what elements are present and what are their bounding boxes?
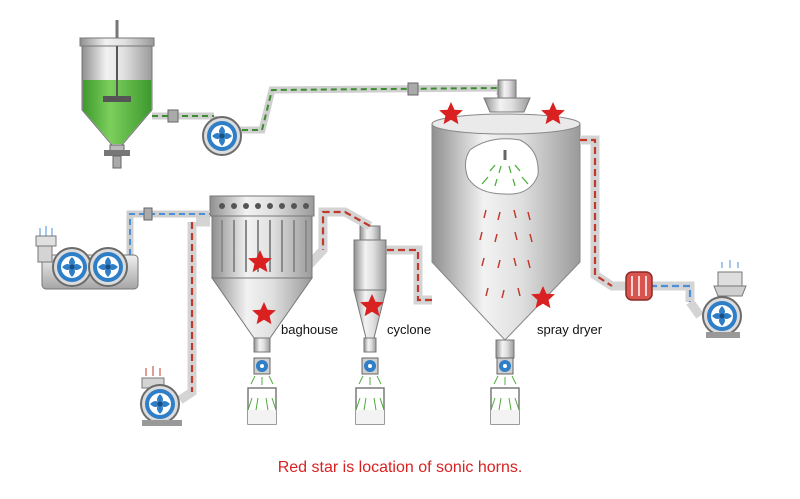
dryer-outlet-duct — [380, 245, 432, 305]
rotary-valve-icon — [361, 357, 379, 375]
fan-icon — [202, 116, 242, 156]
label-cyclone: cyclone — [387, 322, 432, 337]
rotary-valve-icon — [253, 357, 271, 375]
exhaust-duct — [177, 217, 210, 404]
nozzle-spray-icon — [481, 150, 529, 187]
valve-icon — [143, 207, 153, 221]
cyclone-outlet-duct — [304, 207, 373, 270]
inlet-air-filter — [713, 260, 747, 297]
valve-icon — [167, 109, 179, 123]
fan-icon — [52, 247, 92, 287]
heater-icon — [625, 271, 653, 301]
collection-bin-icon — [247, 387, 277, 425]
spray-dryer — [431, 79, 581, 359]
pulse-air-line — [126, 207, 210, 255]
collection-bin-icon — [355, 387, 385, 425]
hot-air-duct — [580, 135, 695, 302]
fan-icon — [702, 296, 742, 336]
fan-base — [706, 332, 740, 338]
exhaust-stack — [141, 366, 165, 389]
nozzle-spray-icon — [493, 375, 517, 385]
feed-tank — [79, 20, 155, 169]
label-spray-dryer: spray dryer — [537, 322, 603, 337]
cyclone — [353, 225, 387, 353]
label-baghouse: baghouse — [281, 322, 339, 337]
fan-icon — [140, 384, 180, 424]
rotary-valve-icon — [496, 357, 514, 375]
caption: Red star is location of sonic horns. — [277, 459, 523, 476]
valve-icon — [407, 82, 419, 96]
fan-icon — [88, 247, 128, 287]
fan-base — [142, 420, 182, 426]
collection-bin-icon — [490, 387, 520, 425]
